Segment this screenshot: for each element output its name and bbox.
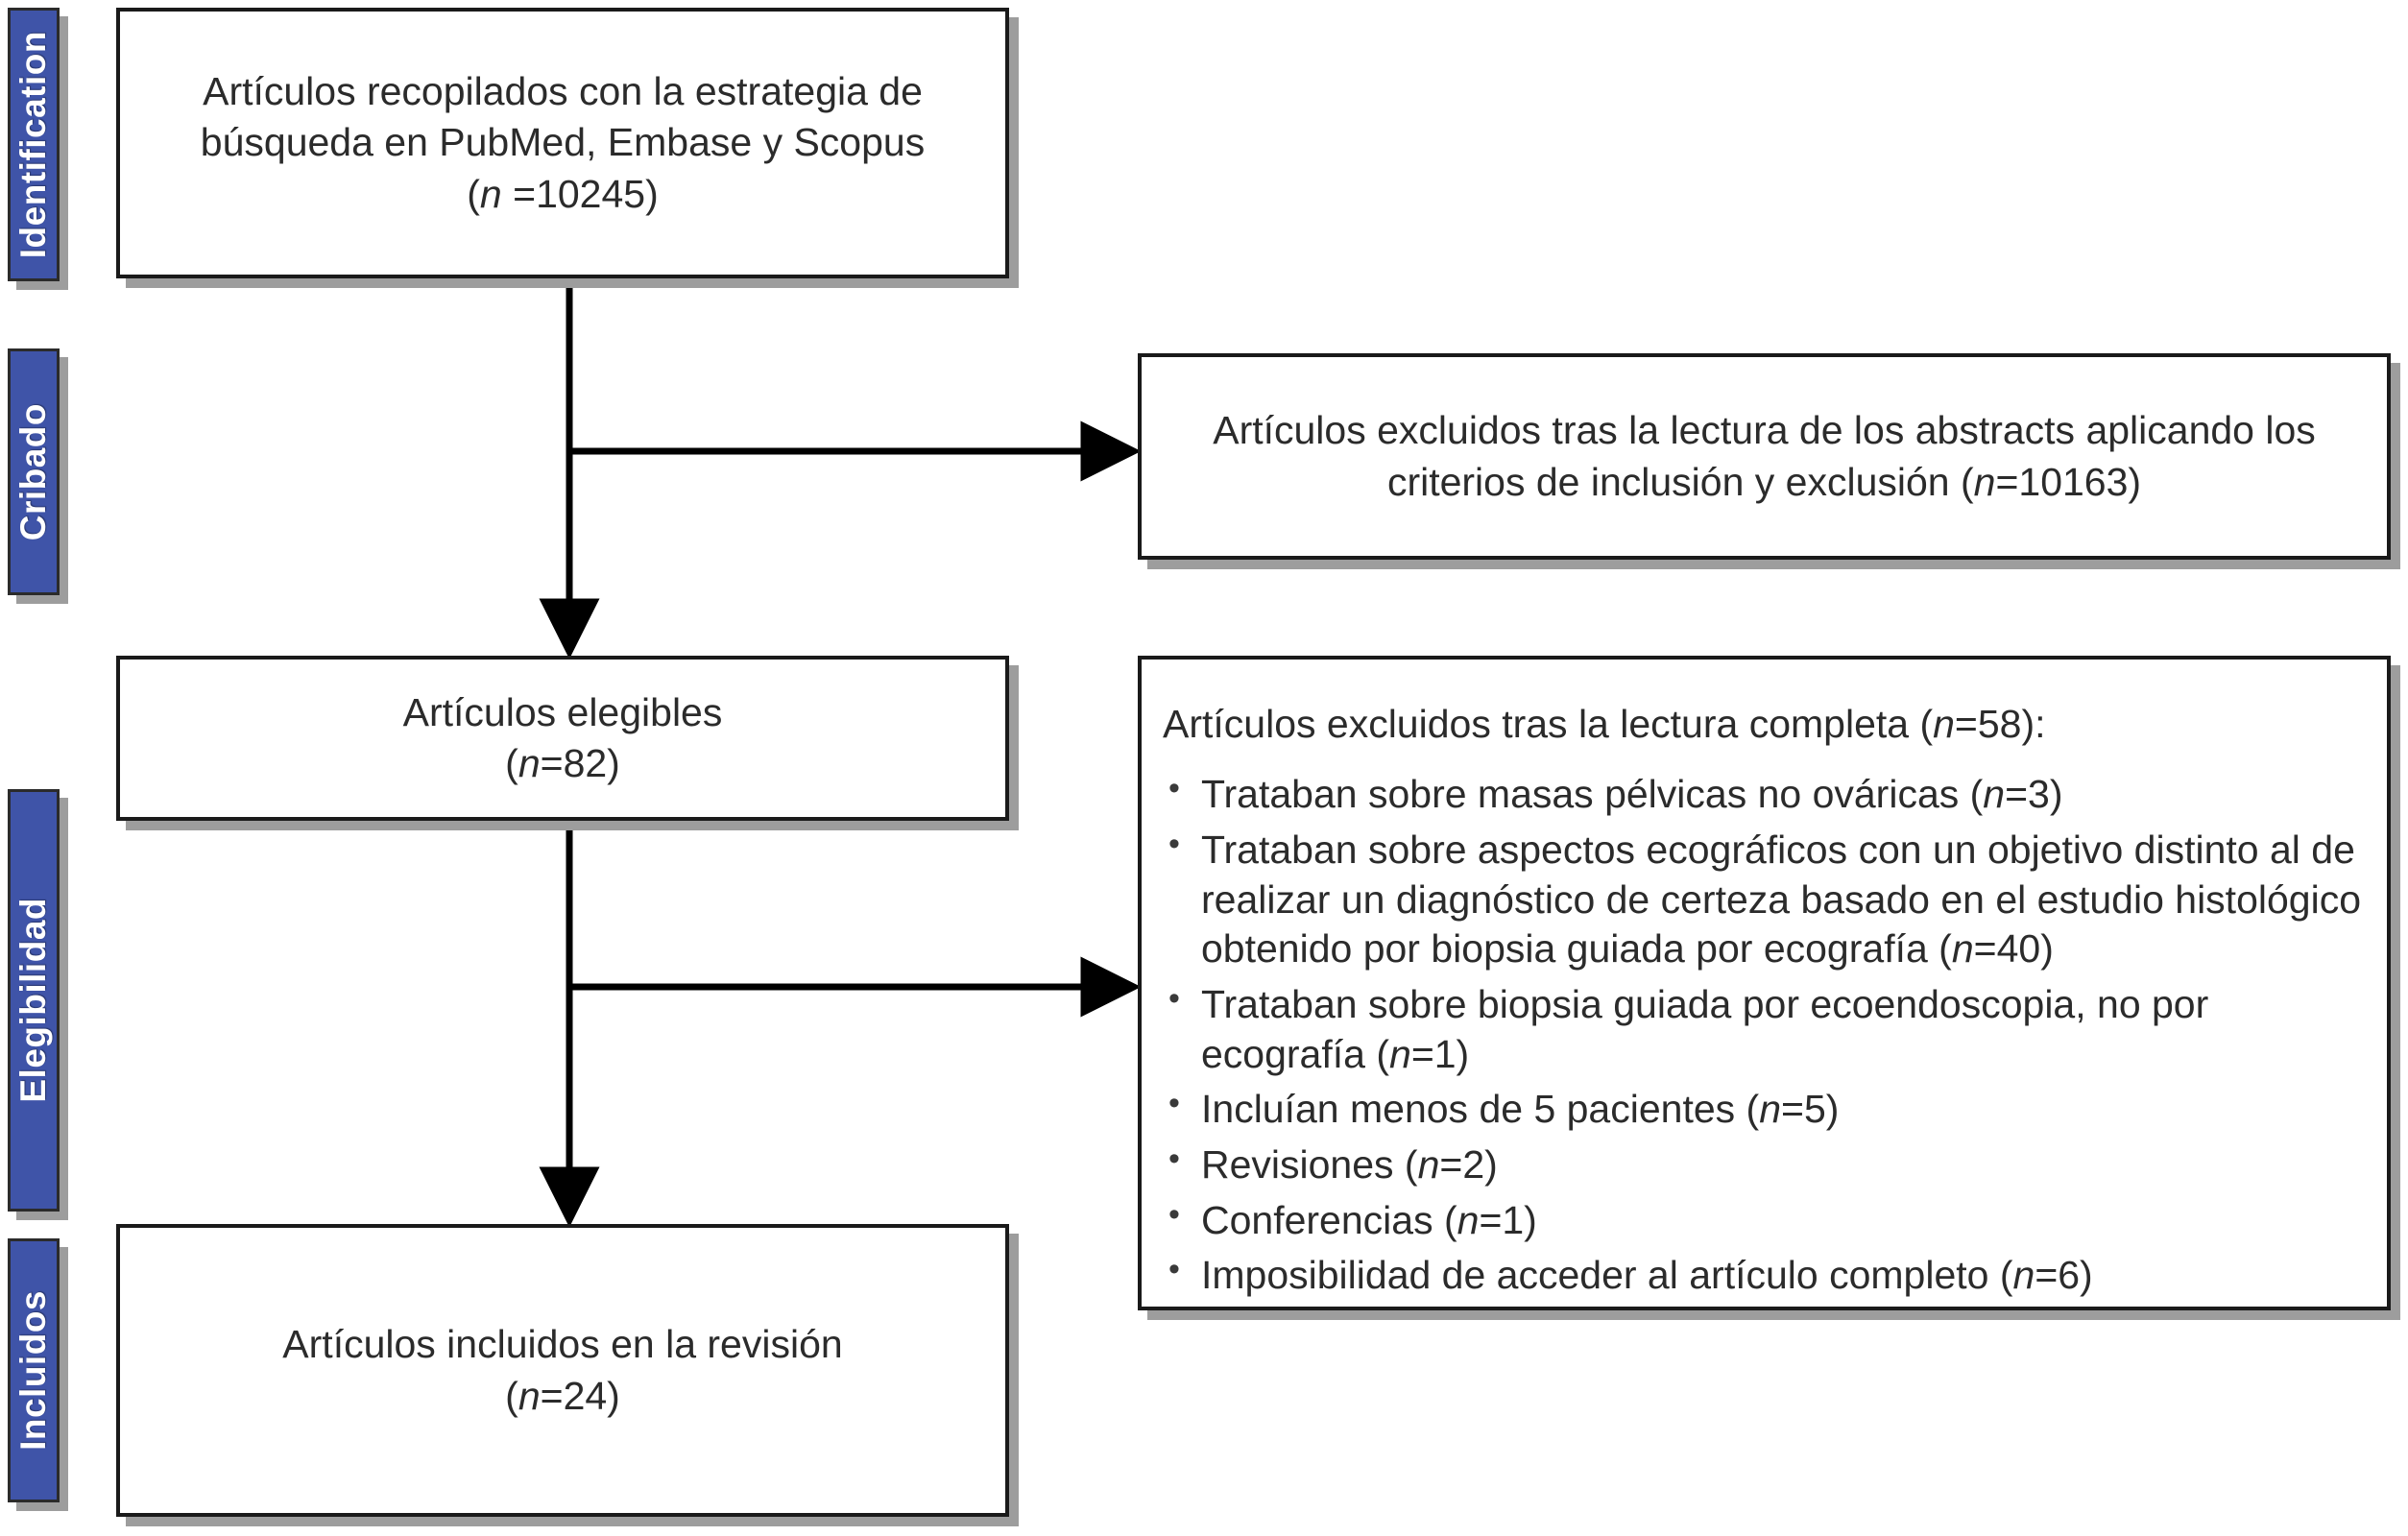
stage-band-elegibilidad: Elegibilidad bbox=[8, 789, 60, 1212]
box-records-included-text: Artículos incluidos en la revisión (n=24… bbox=[257, 1319, 867, 1422]
box-excluded-abstracts-text: Artículos excluidos tras la lectura de l… bbox=[1188, 405, 2341, 508]
italic-n: n bbox=[479, 171, 502, 216]
italic-n: n bbox=[1389, 1031, 1411, 1076]
included-line1: Artículos incluidos en la revisión bbox=[282, 1322, 843, 1367]
italic-n: n bbox=[1417, 1141, 1440, 1187]
stage-band-incluidos: Incluidos bbox=[8, 1238, 60, 1502]
list-item: Revisiones (n=2) bbox=[1168, 1139, 2373, 1190]
stage-label-cribado: Cribado bbox=[13, 402, 53, 541]
excluded-abstracts-line1: Artículos excluidos tras la lectura de l… bbox=[1213, 408, 2316, 453]
box-records-identified: Artículos recopilados con la estrategia … bbox=[116, 8, 1009, 278]
identified-count: (n =10245) bbox=[467, 171, 659, 216]
box-excluded-abstracts: Artículos excluidos tras la lectura de l… bbox=[1138, 353, 2391, 560]
eligible-line1: Artículos elegibles bbox=[402, 689, 723, 734]
italic-n: n bbox=[1933, 702, 1955, 746]
excluded-fulltext-heading: Artículos excluidos tras la lectura comp… bbox=[1163, 702, 2046, 746]
list-item: Trataban sobre masas pélvicas no ovárica… bbox=[1168, 768, 2373, 820]
eligible-count: (n=82) bbox=[505, 741, 620, 785]
box-records-identified-text: Artículos recopilados con la estrategia … bbox=[176, 66, 950, 220]
italic-n: n bbox=[518, 741, 541, 785]
excluded-fulltext-reason-list: Trataban sobre masas pélvicas no ovárica… bbox=[1142, 768, 2387, 1307]
list-item: Imposibilidad de acceder al artículo com… bbox=[1168, 1249, 2373, 1301]
italic-n: n bbox=[518, 1373, 541, 1418]
included-count: (n=24) bbox=[505, 1373, 620, 1418]
excluded-abstracts-line2: criterios de inclusión y exclusión (n=10… bbox=[1386, 459, 2142, 504]
stage-band-identification: Identification bbox=[8, 8, 60, 281]
stage-label-incluidos: Incluidos bbox=[13, 1290, 53, 1451]
stage-label-identification: Identification bbox=[13, 30, 53, 259]
list-item: Conferencias (n=1) bbox=[1168, 1194, 2373, 1246]
italic-n: n bbox=[1457, 1197, 1480, 1242]
italic-n: n bbox=[2012, 1253, 2035, 1298]
identified-line1: Artículos recopilados con la estrategia … bbox=[203, 69, 923, 114]
list-item: Trataban sobre biopsia guiada por ecoend… bbox=[1168, 978, 2373, 1079]
italic-n: n bbox=[1983, 772, 2006, 817]
box-records-eligible: Artículos elegibles (n=82) bbox=[116, 656, 1009, 821]
identified-line2: búsqueda en PubMed, Embase y Scopus bbox=[200, 120, 926, 165]
italic-n: n bbox=[1951, 926, 1974, 972]
box-excluded-fulltext: Artículos excluidos tras la lectura comp… bbox=[1138, 656, 2391, 1310]
box-records-eligible-text: Artículos elegibles (n=82) bbox=[378, 687, 748, 790]
list-item: Incluían menos de 5 pacientes (n=5) bbox=[1168, 1083, 2373, 1135]
stage-band-cribado: Cribado bbox=[8, 348, 60, 595]
box-records-included: Artículos incluidos en la revisión (n=24… bbox=[116, 1224, 1009, 1517]
list-item: Trataban sobre aspectos ecográficos con … bbox=[1168, 824, 2373, 974]
italic-n: n bbox=[1759, 1087, 1781, 1132]
stage-label-elegibilidad: Elegibilidad bbox=[13, 898, 53, 1103]
italic-n: n bbox=[1973, 459, 1996, 504]
